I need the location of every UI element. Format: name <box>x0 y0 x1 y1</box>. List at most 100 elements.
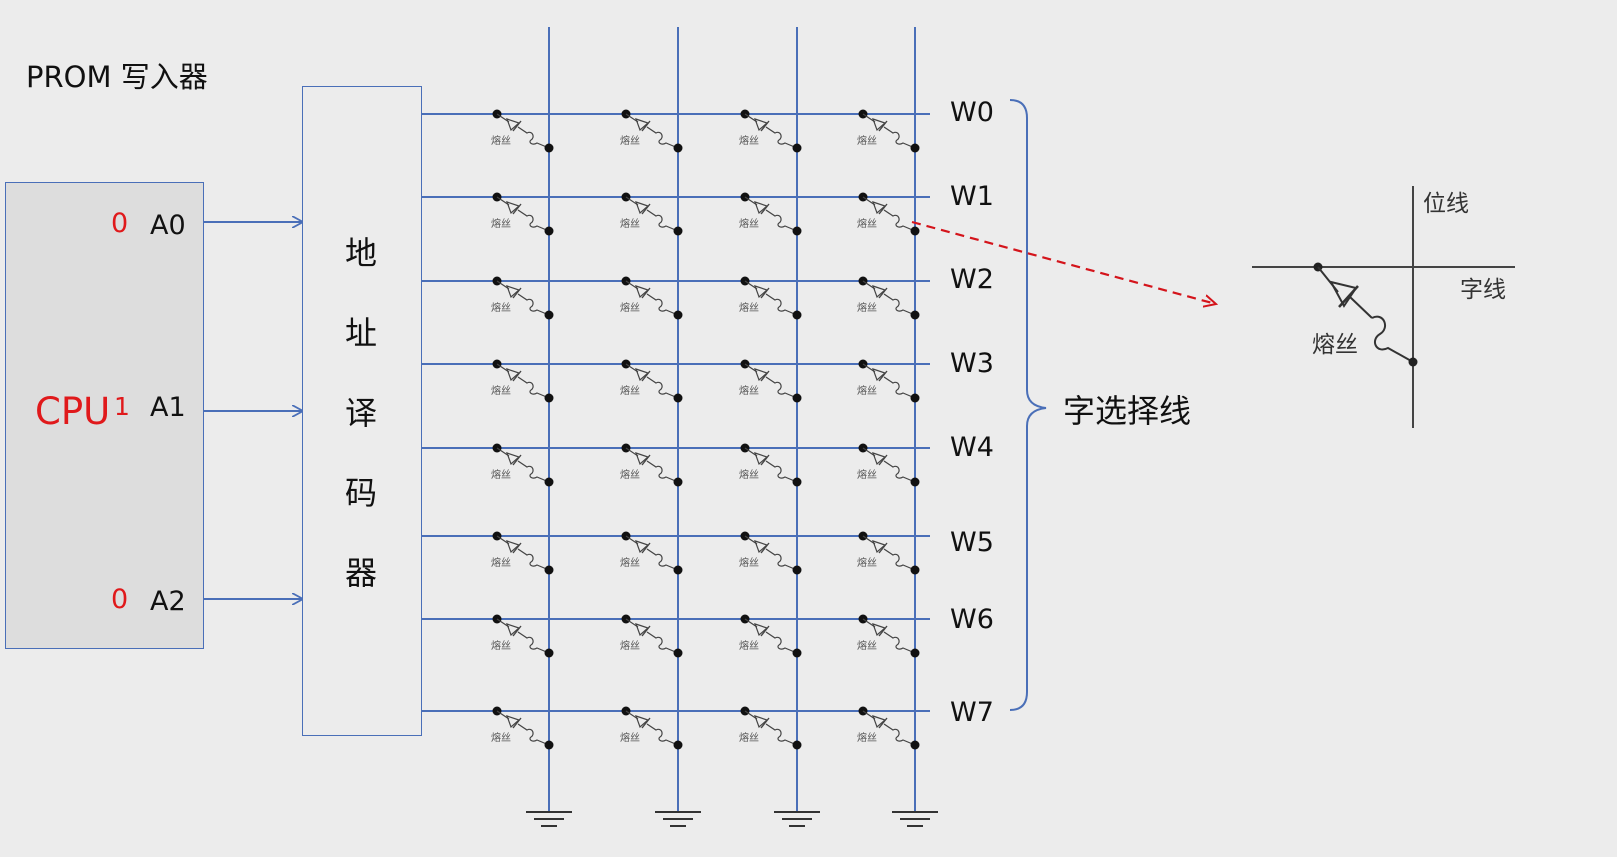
cpu-label: CPU <box>35 390 111 433</box>
fuse-label: 熔丝 <box>739 556 759 569</box>
diode-icon <box>635 201 650 215</box>
diode-bar <box>878 120 888 132</box>
fuse-label: 熔丝 <box>620 217 640 230</box>
cell-node <box>673 226 683 236</box>
diode-icon <box>506 201 521 215</box>
fuse-icon <box>883 293 916 316</box>
diode-bar <box>878 287 888 299</box>
diode-icon <box>506 118 521 132</box>
detail-fuse-label: 熔丝 <box>1312 332 1358 358</box>
page-title: PROM 写入器 <box>26 60 208 94</box>
fuse-label: 熔丝 <box>857 217 877 230</box>
fuse-icon <box>517 631 550 654</box>
a1-pin-label: A1 <box>150 392 186 423</box>
fuse-label: 熔丝 <box>857 301 877 314</box>
cell-node <box>910 648 920 658</box>
fuse-label: 熔丝 <box>739 217 759 230</box>
fuse-label: 熔丝 <box>857 731 877 744</box>
diode-icon <box>635 715 650 729</box>
fuse-label: 熔丝 <box>857 639 877 652</box>
cell-node <box>792 477 802 487</box>
cell-node <box>673 565 683 575</box>
cell-node <box>910 310 920 320</box>
diode-bar <box>760 454 770 466</box>
diode-bar <box>878 542 888 554</box>
word-line-label-w1: W1 <box>950 181 994 212</box>
diode-icon <box>872 540 887 554</box>
fuse-label: 熔丝 <box>491 468 511 481</box>
fuse-icon <box>765 293 798 316</box>
cell-node <box>792 565 802 575</box>
fuse-label: 熔丝 <box>620 731 640 744</box>
diode-bar <box>878 625 888 637</box>
fuse-label: 熔丝 <box>620 384 640 397</box>
a0-bit-value: 0 <box>111 208 129 239</box>
cell-node <box>673 143 683 153</box>
fuse-icon <box>883 723 916 746</box>
diode-icon <box>754 201 769 215</box>
fuse-icon <box>765 460 798 483</box>
word-select-lines-label: 字选择线 <box>1063 392 1192 430</box>
diode-icon <box>754 285 769 299</box>
fuse-label: 熔丝 <box>857 556 877 569</box>
word-line-label-w2: W2 <box>950 264 994 295</box>
diode-icon <box>635 368 650 382</box>
detail-pointer-arrow <box>911 220 1216 304</box>
fuse-label: 熔丝 <box>491 384 511 397</box>
diode-icon <box>754 715 769 729</box>
fuse-label: 熔丝 <box>491 301 511 314</box>
cell-node <box>544 226 554 236</box>
cell-node <box>673 477 683 487</box>
fuse-icon <box>883 548 916 571</box>
diode-bar <box>878 454 888 466</box>
diode-bar <box>512 717 522 729</box>
fuse-icon <box>883 376 916 399</box>
fuse-icon <box>646 723 679 746</box>
diode-bar <box>512 120 522 132</box>
cell-node <box>792 393 802 403</box>
cell-node <box>910 565 920 575</box>
cell-node <box>544 143 554 153</box>
fuse-label: 熔丝 <box>491 639 511 652</box>
diode-icon <box>754 368 769 382</box>
a0-pin-label: A0 <box>150 210 186 241</box>
decoder-char-4: 码 <box>345 474 378 512</box>
address-decoder-block <box>302 86 422 736</box>
diode-icon <box>506 452 521 466</box>
diode-icon <box>754 118 769 132</box>
fuse-matrix: 熔丝熔丝熔丝熔丝熔丝熔丝熔丝熔丝熔丝熔丝熔丝熔丝熔丝熔丝熔丝熔丝熔丝熔丝熔丝熔丝… <box>422 27 938 827</box>
diode-icon <box>872 623 887 637</box>
fuse-label: 熔丝 <box>620 134 640 147</box>
fuse-label: 熔丝 <box>491 134 511 147</box>
cell-node <box>792 226 802 236</box>
diode-icon <box>635 118 650 132</box>
fuse-icon <box>517 376 550 399</box>
diode-icon <box>872 452 887 466</box>
word-line-label-w0: W0 <box>950 97 994 128</box>
fuse-icon <box>517 460 550 483</box>
detail-node-bottom <box>1408 357 1418 367</box>
diode-bar <box>512 370 522 382</box>
fuse-label: 熔丝 <box>739 639 759 652</box>
diode-bar <box>512 454 522 466</box>
detail-bit-line-label: 位线 <box>1423 191 1469 217</box>
fuse-icon <box>517 126 550 149</box>
fuse-label: 熔丝 <box>739 134 759 147</box>
fuse-icon <box>646 460 679 483</box>
fuse-label: 熔丝 <box>857 134 877 147</box>
diode-icon <box>872 715 887 729</box>
diode-icon <box>635 285 650 299</box>
cell-node <box>792 648 802 658</box>
diode-bar <box>760 287 770 299</box>
word-line-label-w6: W6 <box>950 604 994 635</box>
word-line-label-w7: W7 <box>950 697 994 728</box>
decoder-char-3: 译 <box>345 394 378 432</box>
diode-icon <box>635 623 650 637</box>
cell-node <box>910 226 920 236</box>
fuse-icon <box>646 293 679 316</box>
diode-bar <box>641 454 651 466</box>
cell-node <box>910 740 920 750</box>
fuse-icon <box>765 631 798 654</box>
diode-bar <box>641 370 651 382</box>
cell-node <box>910 143 920 153</box>
